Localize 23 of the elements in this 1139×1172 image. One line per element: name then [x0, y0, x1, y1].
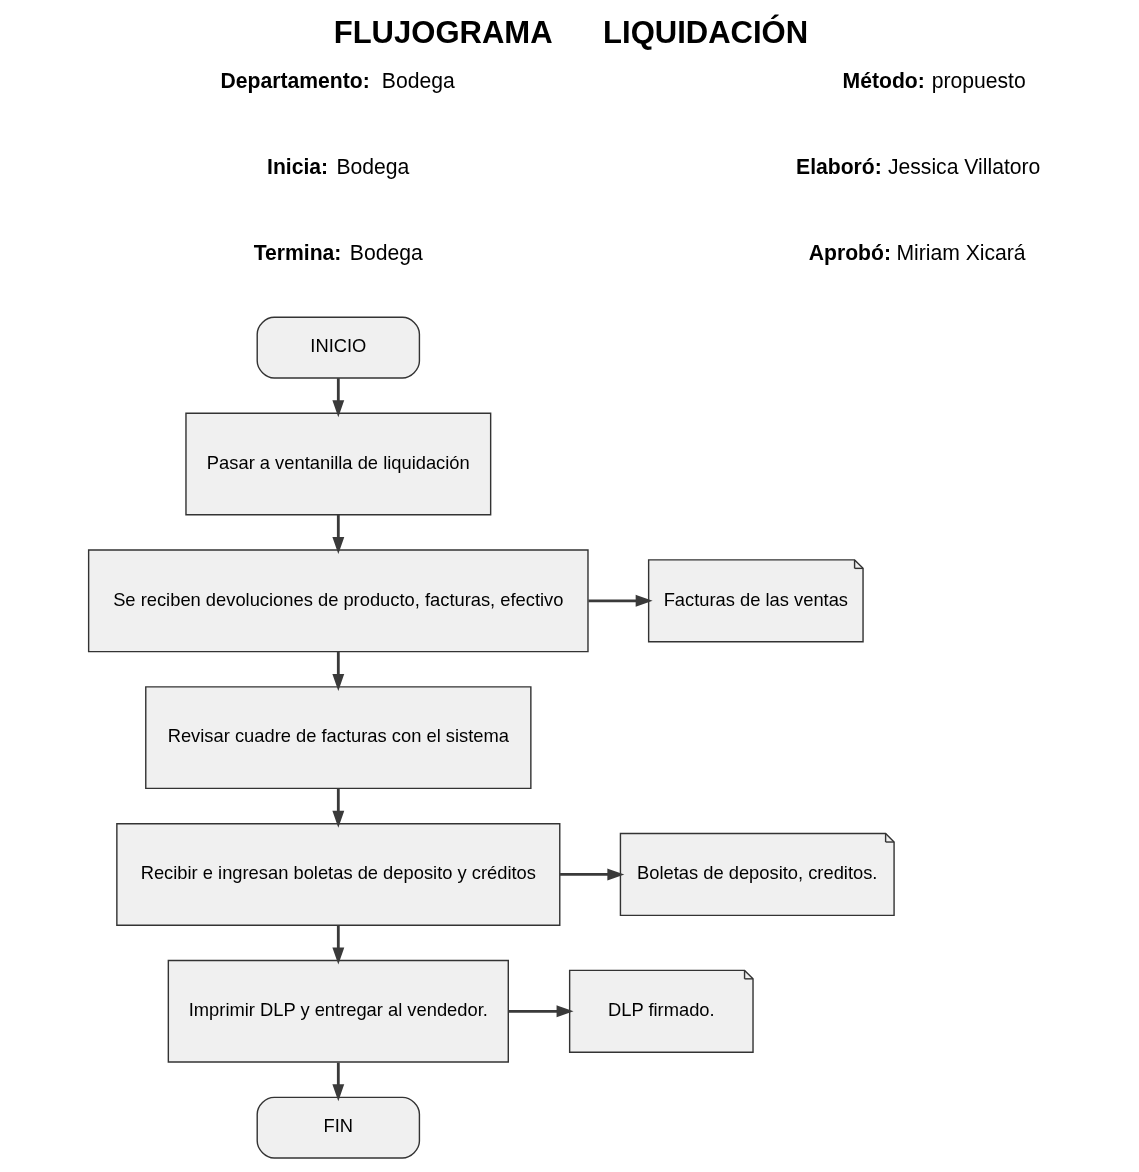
arrow — [559, 868, 624, 881]
arrow — [331, 514, 344, 555]
node-box: Revisar cuadre de facturas con el sistema — [144, 686, 532, 790]
arrow — [331, 1062, 344, 1102]
label: Inicia: Bodega — [266, 155, 409, 179]
arrow — [587, 594, 653, 607]
arrow — [507, 1005, 574, 1018]
arrow — [331, 651, 344, 691]
node-box: INICIO — [256, 316, 420, 379]
node-box: Se reciben devoluciones de producto, facturas, efectivo — [87, 549, 589, 653]
label: Departamento: Bodega — [220, 69, 455, 93]
label: Método: propuesto — [842, 69, 1026, 93]
arrow — [331, 925, 344, 965]
label: Termina: Bodega — [253, 241, 423, 265]
node-box: Pasar a ventanilla de liquidación — [184, 412, 491, 516]
node-box: Imprimir DLP y entregar al vendedor. — [167, 959, 509, 1063]
diagram-title: FLUJOGRAMA LIQUIDACIÓN — [333, 15, 808, 51]
arrow — [331, 788, 344, 828]
arrow — [331, 378, 344, 418]
node-box: Recibir e ingresan boletas de deposito y créditos — [115, 822, 560, 926]
node-box: FIN — [256, 1096, 420, 1159]
label: Elaboró: Jessica Villatoro — [795, 155, 1040, 179]
label: Aprobó: Miriam Xicará — [808, 241, 1026, 265]
